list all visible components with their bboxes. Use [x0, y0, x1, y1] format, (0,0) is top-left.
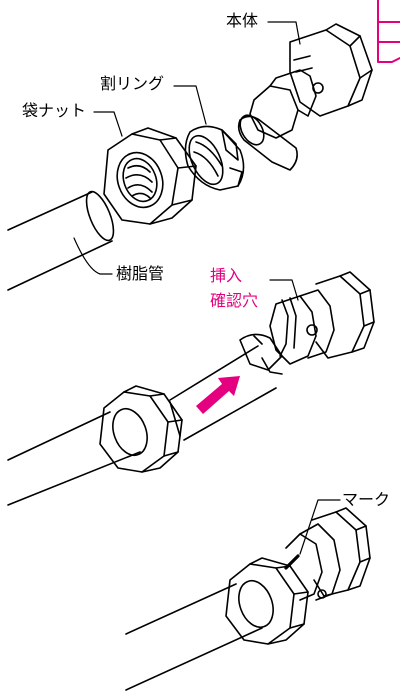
bag-nut-bottom	[225, 557, 309, 645]
split-ring-part	[184, 125, 245, 191]
label-split-ring: 割リング	[100, 74, 165, 93]
leader-line-mark	[299, 499, 341, 555]
split-ring-mid	[239, 333, 283, 375]
resin-pipe-top	[7, 190, 115, 291]
fitting-body-mid	[269, 271, 375, 365]
leader-line-check-hole	[269, 279, 299, 301]
resin-pipe-bottom	[125, 583, 263, 691]
label-bag-nut: 袋ナット	[22, 101, 87, 120]
bag-nut-part	[103, 127, 197, 225]
bag-nut-mid	[99, 385, 183, 473]
label-insert-check-hole-line1: 挿入	[210, 266, 243, 285]
label-body: 本体	[226, 11, 259, 30]
label-insert-check-hole-line2: 確認穴	[210, 291, 259, 310]
arrow-right-icon	[196, 376, 240, 414]
fitting-body-top	[237, 23, 373, 171]
label-resin-pipe: 樹脂管	[116, 264, 165, 283]
corner-marks	[377, 0, 400, 63]
fitting-body-bottom	[285, 507, 371, 601]
label-mark: マーク	[342, 490, 391, 509]
leader-lines-top	[73, 21, 301, 275]
resin-pipe-mid	[7, 345, 277, 506]
insertion-mark-line	[284, 554, 300, 570]
